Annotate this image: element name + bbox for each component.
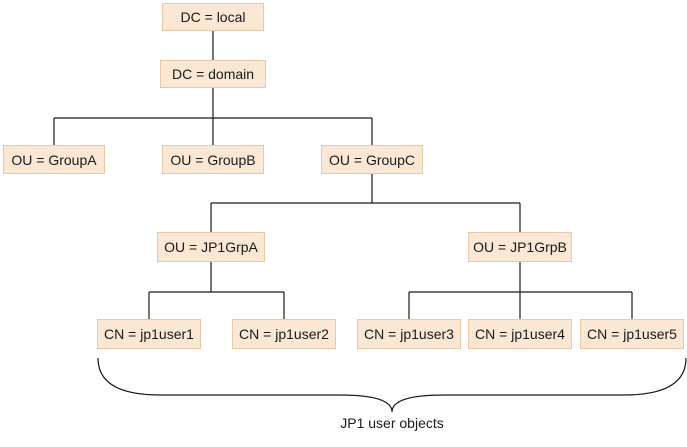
node-cn-jp1user4-label: CN = jp1user4 <box>475 326 565 342</box>
node-ou-jp1grpa-label: OU = JP1GrpA <box>164 239 258 255</box>
node-ou-groupa-label: OU = GroupA <box>11 151 97 168</box>
node-dc-domain-label: DC = domain <box>171 66 255 82</box>
node-cn-jp1user4: CN = jp1user4 <box>468 319 572 349</box>
node-dc-domain: DC = domain <box>160 60 266 88</box>
node-dc-local-label: DC = local <box>180 9 246 25</box>
node-cn-jp1user2-label: CN = jp1user2 <box>239 326 329 342</box>
node-cn-jp1user5-label: CN = jp1user5 <box>587 326 677 342</box>
node-cn-jp1user3-label: CN = jp1user3 <box>364 326 454 342</box>
node-cn-jp1user5: CN = jp1user5 <box>580 319 684 349</box>
node-cn-jp1user2: CN = jp1user2 <box>232 319 336 349</box>
node-ou-jp1grpb-label: OU = JP1GrpB <box>473 239 567 255</box>
user-objects-caption: JP1 user objects <box>340 415 444 431</box>
node-ou-jp1grpb: OU = JP1GrpB <box>468 232 572 262</box>
user-objects-brace <box>97 357 687 413</box>
node-ou-groupb: OU = GroupB <box>162 145 264 174</box>
node-ou-jp1grpa: OU = JP1GrpA <box>157 232 265 262</box>
node-ou-groupa: OU = GroupA <box>3 145 105 174</box>
node-cn-jp1user1: CN = jp1user1 <box>97 319 201 349</box>
node-cn-jp1user1-label: CN = jp1user1 <box>104 326 194 342</box>
node-cn-jp1user3: CN = jp1user3 <box>357 319 461 349</box>
node-ou-groupc-label: OU = GroupC <box>329 151 415 168</box>
node-ou-groupb-label: OU = GroupB <box>170 151 256 168</box>
node-ou-groupc: OU = GroupC <box>321 145 423 174</box>
node-dc-local: DC = local <box>162 3 264 31</box>
